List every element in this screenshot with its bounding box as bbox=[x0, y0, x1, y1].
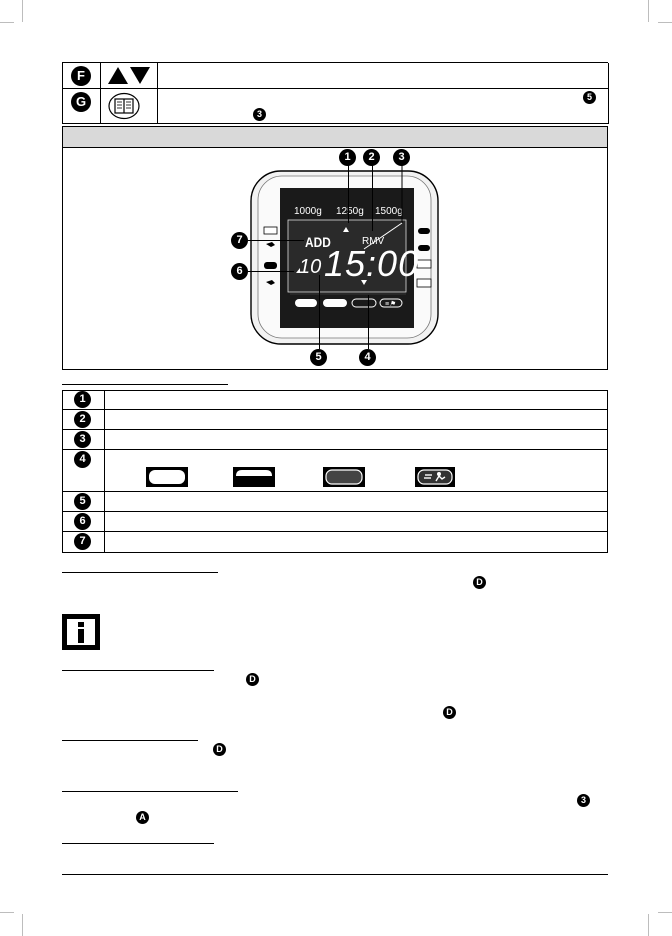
crop-mark bbox=[0, 912, 14, 913]
legend-table-frame bbox=[62, 390, 608, 553]
crop-mark bbox=[22, 0, 23, 22]
rapid-icon bbox=[415, 467, 455, 487]
callout-badge-2: 2 bbox=[363, 149, 380, 166]
crop-mark bbox=[658, 912, 672, 913]
callout-line-6 bbox=[248, 271, 294, 272]
controls-table-frame bbox=[62, 63, 609, 124]
callout-badge-6: 6 bbox=[231, 263, 248, 280]
ref-badge-d: D bbox=[473, 576, 486, 589]
table-divider bbox=[157, 63, 158, 124]
section-underline bbox=[62, 572, 218, 573]
ref-badge-d: D bbox=[213, 743, 226, 756]
callout-badge-5: 5 bbox=[310, 349, 327, 366]
section-underline bbox=[62, 670, 214, 671]
rmv-indicator: RMV bbox=[362, 236, 385, 247]
crop-mark bbox=[648, 0, 649, 22]
callout-line-1 bbox=[348, 165, 349, 223]
legend-badge-3: 3 bbox=[74, 431, 91, 448]
ref-badge-5: 5 bbox=[583, 91, 596, 104]
ref-badge-a: A bbox=[136, 811, 149, 824]
crop-mark bbox=[22, 914, 23, 936]
ref-badge-d: D bbox=[443, 706, 456, 719]
callout-line-5 bbox=[319, 275, 320, 349]
legend-badge-7: 7 bbox=[74, 533, 91, 550]
table-divider bbox=[104, 390, 105, 552]
bottom-rule bbox=[62, 874, 608, 875]
table-divider bbox=[62, 88, 608, 89]
add-indicator: ADD bbox=[305, 234, 331, 250]
section-underline bbox=[62, 740, 198, 741]
legend-badge-4: 4 bbox=[74, 451, 91, 468]
callout-line-3 bbox=[363, 165, 403, 250]
up-down-arrows-icon bbox=[108, 67, 150, 84]
table-divider bbox=[62, 511, 607, 512]
legend-badge-1: 1 bbox=[74, 391, 91, 408]
section-underline bbox=[62, 843, 214, 844]
crop-mark bbox=[0, 22, 14, 23]
light-crust-icon bbox=[146, 467, 188, 487]
ref-badge-3: 3 bbox=[253, 108, 266, 121]
callout-badge-7: 7 bbox=[231, 232, 248, 249]
callout-badge-3: 3 bbox=[393, 149, 410, 166]
legend-badge-2: 2 bbox=[74, 411, 91, 428]
section-underline bbox=[62, 791, 238, 792]
crop-mark bbox=[648, 914, 649, 936]
ref-badge-d: D bbox=[246, 673, 259, 686]
callout-badge-4: 4 bbox=[359, 349, 376, 366]
info-icon bbox=[62, 614, 100, 650]
section-heading-underline bbox=[62, 384, 228, 385]
weight-1500: 1500g bbox=[375, 206, 403, 217]
badge-g: G bbox=[71, 92, 91, 112]
table-divider bbox=[62, 491, 607, 492]
program-number: 10 bbox=[299, 256, 322, 278]
svg-text:≡⚑: ≡⚑ bbox=[385, 300, 396, 308]
table-divider bbox=[62, 449, 607, 450]
time-display: 15:00 bbox=[324, 243, 420, 284]
control-panel-illustration: ≡⚑ bbox=[250, 170, 439, 345]
crop-mark bbox=[658, 22, 672, 23]
badge-f: F bbox=[71, 66, 91, 86]
callout-line-2 bbox=[372, 165, 373, 231]
table-divider bbox=[62, 409, 607, 410]
medium-crust-icon bbox=[233, 467, 275, 487]
table-divider bbox=[62, 429, 607, 430]
legend-badge-5: 5 bbox=[74, 493, 91, 510]
figure-frame bbox=[62, 147, 608, 370]
callout-badge-1: 1 bbox=[339, 149, 356, 166]
figure-header-bar bbox=[62, 126, 608, 148]
ref-badge-3: 3 bbox=[577, 794, 590, 807]
dark-crust-icon bbox=[323, 467, 365, 487]
callout-line-4 bbox=[368, 295, 369, 349]
top-rule bbox=[62, 62, 608, 63]
table-divider bbox=[62, 531, 607, 532]
manual-book-icon bbox=[108, 92, 140, 120]
legend-badge-6: 6 bbox=[74, 513, 91, 530]
weight-1000: 1000g bbox=[294, 206, 322, 217]
table-divider bbox=[100, 63, 101, 124]
weight-1250: 1250g bbox=[336, 206, 364, 217]
callout-line-7 bbox=[248, 240, 304, 241]
